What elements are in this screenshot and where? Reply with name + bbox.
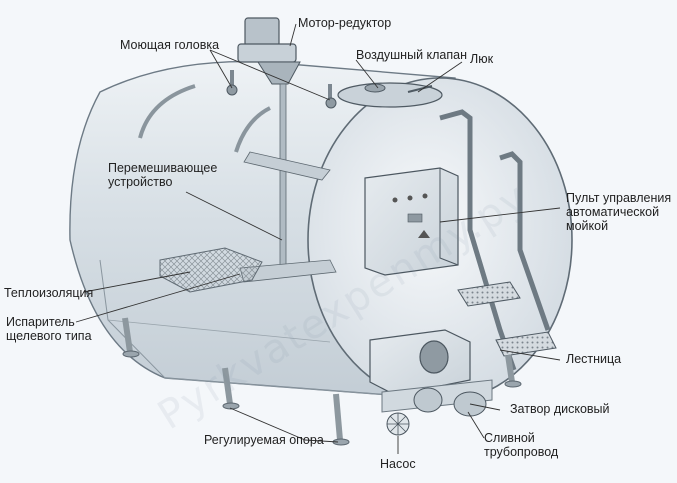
label-evaporator-line2: щелевого типа — [6, 329, 92, 343]
label-disc-valve: Затвор дисковый — [510, 402, 610, 416]
motor-reducer — [237, 17, 301, 85]
wash-heads — [138, 70, 337, 153]
label-drain-pipe: Сливной трубопровод — [484, 431, 558, 459]
label-evaporator: Испаритель щелевого типа — [6, 315, 92, 343]
label-mixer-line1: Перемешивающее — [108, 161, 218, 175]
label-hatch: Люк — [470, 52, 494, 66]
label-motor-reducer: Мотор-редуктор — [298, 16, 392, 30]
label-control-panel: Пульт управления автоматической мойкой — [566, 191, 671, 233]
label-drain-line2: трубопровод — [484, 445, 559, 459]
label-adjustable-support: Регулируемая опора — [204, 433, 324, 447]
label-mixer: Перемешивающее устройство — [108, 161, 217, 189]
label-control-line3: мойкой — [566, 219, 609, 233]
label-control-line1: Пульт управления — [566, 191, 672, 205]
label-control-line2: автоматической — [566, 205, 660, 219]
insulation-sample — [159, 247, 263, 293]
label-mixer-line2: устройство — [108, 175, 173, 189]
label-insulation: Теплоизоляция — [4, 286, 94, 300]
hatch-and-valve — [337, 82, 443, 108]
control-panel — [364, 167, 459, 276]
label-drain-line1: Сливной — [484, 431, 535, 445]
label-pump: Насос — [380, 457, 416, 471]
outlet-assembly — [369, 329, 493, 436]
leader-lines — [75, 23, 561, 454]
label-wash-head: Моющая головка — [120, 38, 220, 52]
label-evaporator-line1: Испаритель — [6, 315, 75, 329]
label-ladder: Лестница — [566, 352, 622, 366]
label-air-valve: Воздушный клапан — [356, 48, 467, 62]
adjustable-legs — [122, 317, 522, 446]
